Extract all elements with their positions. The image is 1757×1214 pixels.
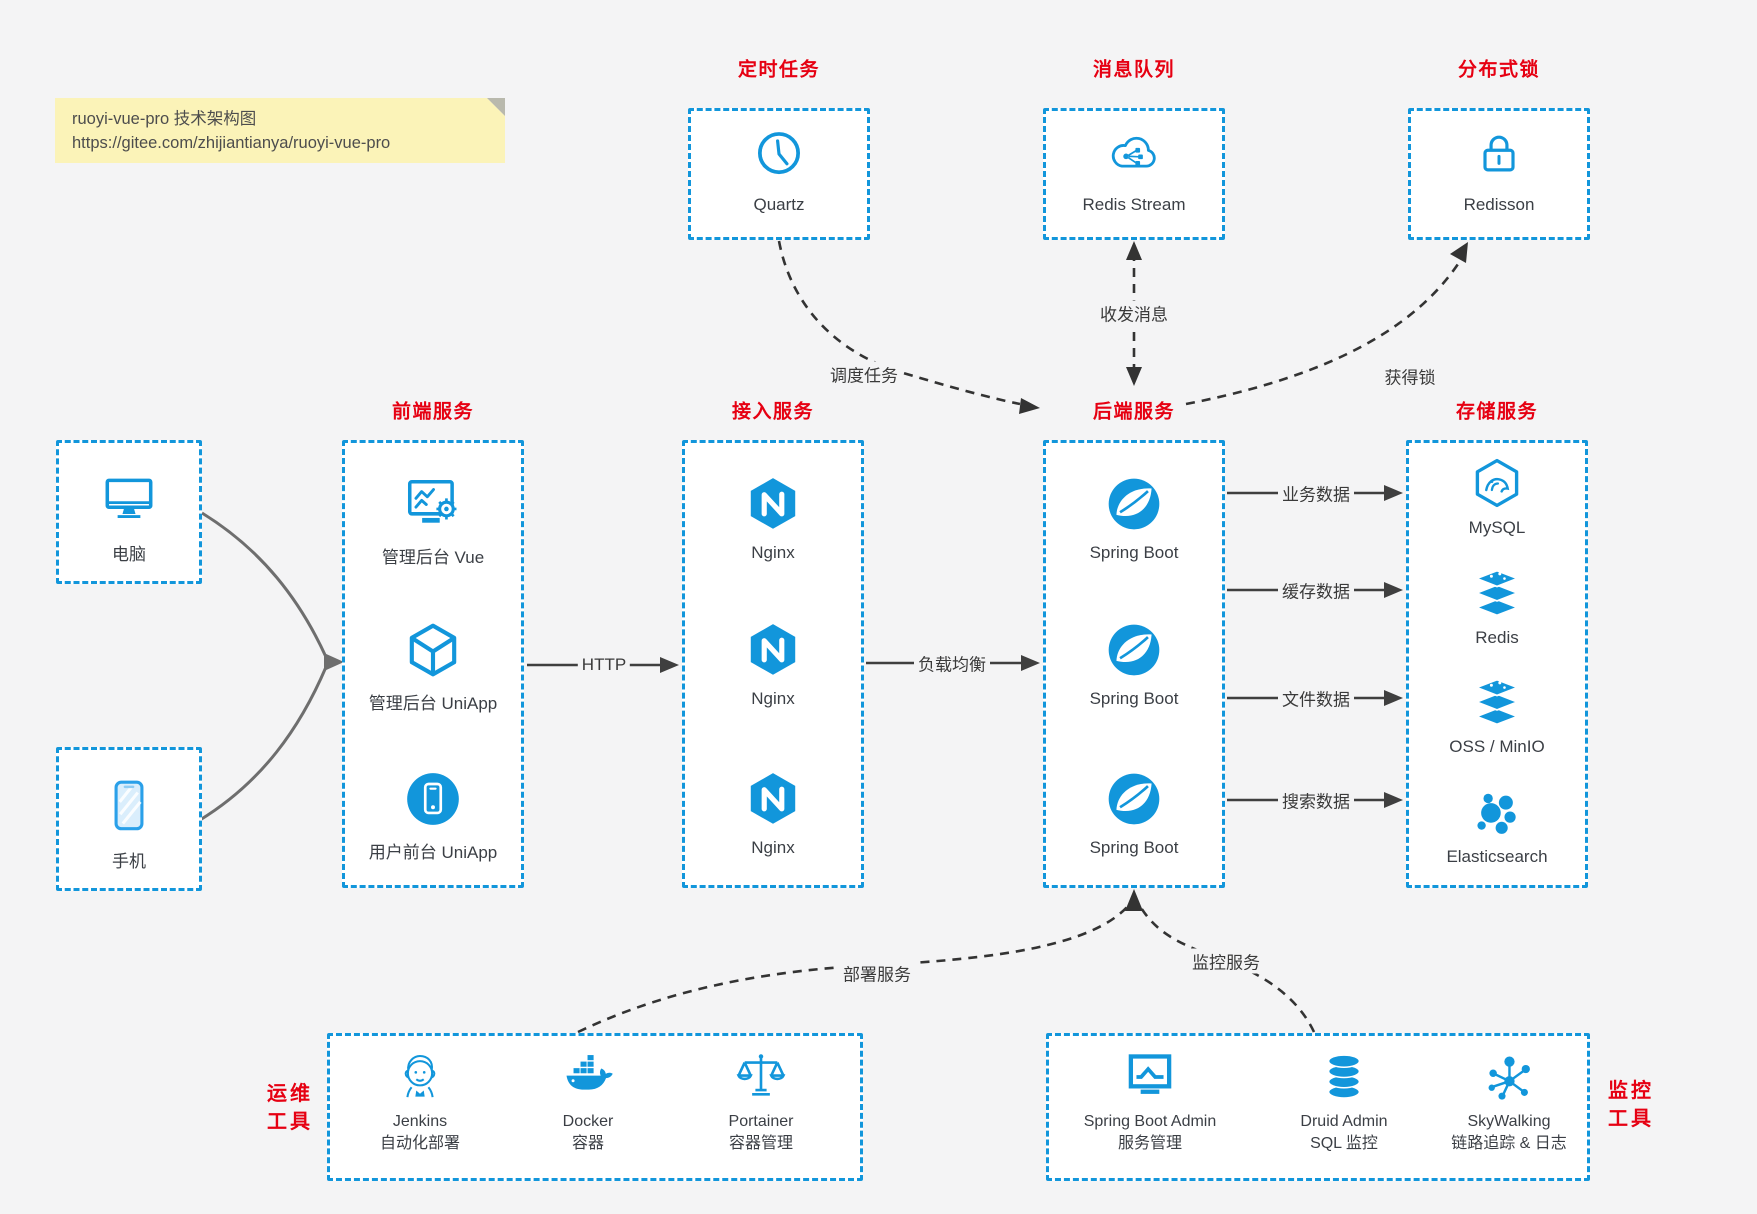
column-title-frontend: 前端服务: [391, 401, 475, 423]
desktop-icon: [98, 468, 160, 530]
edge-label-acquire-lock: 获得锁: [1380, 363, 1440, 389]
redis-stream-label: Redis Stream: [1082, 195, 1186, 214]
mobile-client-box: 手机: [56, 747, 202, 891]
spring-boot-admin-icon: [1122, 1049, 1178, 1105]
edge-label-messaging: 收发消息: [1096, 300, 1172, 326]
monitoring-tools-box: Spring Boot Admin 服务管理 Druid Admin SQL 监…: [1046, 1033, 1590, 1181]
nginx-label: Nginx: [751, 543, 795, 562]
group-title-message-queue: 消息队列: [1092, 59, 1176, 81]
access-services-box: Nginx Nginx Nginx: [682, 440, 864, 888]
ops-tools-title: 运维 工具: [267, 1083, 313, 1133]
elasticsearch-icon: [1469, 784, 1525, 840]
docker-sublabel: 容器: [571, 1135, 604, 1152]
edge-label-deploy: 部署服务: [839, 960, 915, 986]
nginx-label: Nginx: [751, 838, 795, 857]
solid-arrowheads: [660, 485, 1403, 808]
dashed-arrowheads: [1019, 241, 1468, 911]
spring-boot-label: Spring Boot: [1089, 689, 1179, 708]
edge-label-monitor: 监控服务: [1188, 948, 1264, 974]
jenkins-label: Jenkins: [392, 1113, 448, 1130]
nginx-icon: [742, 768, 804, 830]
frontend-services-box: 管理后台 Vue 管理后台 UniApp 用户前台 UniApp: [342, 440, 524, 888]
desktop-client-box: 电脑: [56, 440, 202, 584]
note-title: ruoyi-vue-pro 技术架构图: [72, 110, 257, 128]
redis-stack-icon: [1469, 565, 1525, 621]
client-arrowhead: [324, 653, 344, 671]
admin-vue-label: 管理后台 Vue: [381, 548, 485, 567]
edge-label-schedule: 调度任务: [826, 361, 902, 387]
mysql-label: MySQL: [1468, 518, 1526, 537]
storage-services-box: MySQL Redis OSS / MinIO Elasticsearch: [1406, 440, 1588, 888]
mysql-icon: [1469, 455, 1525, 511]
druid-label: Druid Admin: [1300, 1113, 1388, 1130]
portainer-label: Portainer: [728, 1113, 794, 1130]
spring-boot-label: Spring Boot: [1089, 543, 1179, 562]
spring-icon: [1103, 619, 1165, 681]
user-uniapp-label: 用户前台 UniApp: [368, 843, 498, 862]
edge-label-cache-data: 缓存数据: [1278, 577, 1354, 603]
user-app-icon: [402, 768, 464, 830]
spring-boot-admin-label: Spring Boot Admin: [1083, 1113, 1217, 1130]
column-title-storage: 存储服务: [1455, 401, 1539, 423]
docker-icon: [560, 1049, 616, 1105]
spring-icon: [1103, 473, 1165, 535]
smartphone-icon: [98, 775, 160, 837]
redisson-box: Redisson: [1408, 108, 1590, 240]
note-url: https://gitee.com/zhijiantianya/ruoyi-vu…: [72, 134, 391, 152]
column-title-backend: 后端服务: [1092, 401, 1176, 423]
portainer-icon: [733, 1049, 789, 1105]
quartz-box: Quartz: [688, 108, 870, 240]
edge-label-load-balance: 负载均衡: [914, 650, 990, 676]
admin-vue-icon: [402, 473, 464, 535]
jenkins-icon: [392, 1049, 448, 1105]
admin-uniapp-label: 管理后台 UniApp: [368, 694, 498, 713]
skywalking-icon: [1481, 1049, 1537, 1105]
group-title-distributed-lock: 分布式锁: [1457, 59, 1541, 81]
quartz-label: Quartz: [753, 195, 805, 214]
edge-label-http: HTTP: [577, 655, 631, 675]
redis-stream-box: Redis Stream: [1043, 108, 1225, 240]
elasticsearch-label: Elasticsearch: [1446, 847, 1548, 866]
redisson-label: Redisson: [1463, 195, 1535, 214]
cloud-stream-icon: [1106, 126, 1162, 182]
spring-boot-admin-sublabel: 服务管理: [1117, 1135, 1182, 1152]
mobile-label: 手机: [112, 852, 146, 871]
skywalking-label: SkyWalking: [1467, 1113, 1551, 1130]
nginx-label: Nginx: [751, 689, 795, 708]
nginx-icon: [742, 473, 804, 535]
redis-stack-icon: [1469, 674, 1525, 730]
sticky-note: ruoyi-vue-pro 技术架构图 https://gitee.com/zh…: [55, 98, 505, 163]
client-to-frontend-curves: [199, 511, 328, 822]
spring-icon: [1103, 768, 1165, 830]
druid-icon: [1316, 1049, 1372, 1105]
solid-arrows: [527, 491, 1384, 802]
clock-icon: [751, 126, 807, 182]
edge-label-file-data: 文件数据: [1278, 685, 1354, 711]
note-fold-corner: [487, 98, 505, 116]
edge-label-search-data: 搜索数据: [1278, 787, 1354, 813]
spring-boot-label: Spring Boot: [1089, 838, 1179, 857]
redis-label: Redis: [1475, 628, 1519, 647]
column-title-access: 接入服务: [731, 401, 815, 423]
druid-sublabel: SQL 监控: [1310, 1135, 1378, 1152]
docker-label: Docker: [562, 1113, 614, 1130]
uniapp-cube-icon: [402, 619, 464, 681]
monitoring-tools-title: 监控 工具: [1608, 1080, 1654, 1130]
portainer-sublabel: 容器管理: [728, 1135, 793, 1152]
nginx-icon: [742, 619, 804, 681]
backend-services-box: Spring Boot Spring Boot Spring Boot: [1043, 440, 1225, 888]
group-title-scheduled-tasks: 定时任务: [737, 59, 821, 81]
edge-label-business-data: 业务数据: [1278, 480, 1354, 506]
lock-icon: [1471, 126, 1527, 182]
desktop-label: 电脑: [112, 545, 146, 564]
ops-tools-box: Jenkins 自动化部署 Docker 容器 Portainer 容器管理: [327, 1033, 863, 1181]
jenkins-sublabel: 自动化部署: [379, 1135, 460, 1152]
oss-minio-label: OSS / MinIO: [1449, 737, 1545, 756]
skywalking-sublabel: 链路追踪 & 日志: [1451, 1135, 1567, 1152]
